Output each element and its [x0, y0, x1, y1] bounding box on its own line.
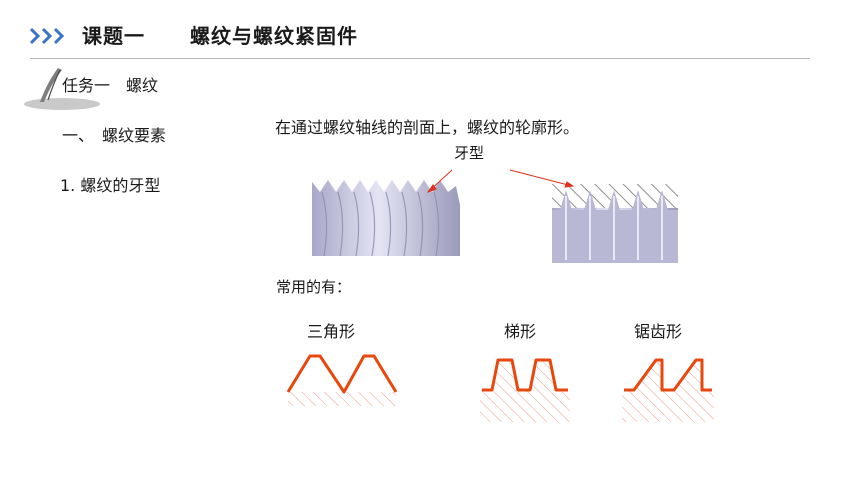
section-heading: 一、 螺纹要素 [62, 126, 167, 145]
header-divider [30, 58, 810, 59]
point-heading: 1. 螺纹的牙型 [60, 176, 161, 195]
common-label: 常用的有： [276, 278, 352, 296]
callout-arrows [426, 169, 575, 194]
sawtooth-profile-label: 锯齿形 [634, 322, 683, 341]
trapezoid-profile-label: 梯形 [504, 322, 537, 341]
thread-3d-image [312, 180, 460, 257]
triangle-profile-label: 三角形 [307, 322, 356, 341]
chevron-arrows-icon [29, 27, 65, 45]
trapezoid-profile-diagram [480, 358, 570, 422]
triangle-profile-diagram [286, 352, 398, 406]
header-subject: 螺纹与螺纹紧固件 [190, 24, 358, 48]
thread-section-image [552, 184, 678, 263]
definition-text: 在通过螺纹轴线的剖面上，螺纹的轮廓形。 [275, 118, 580, 137]
sawtooth-profile-diagram [622, 358, 714, 422]
callout-label: 牙型 [454, 144, 485, 162]
task-title: 任务一 螺纹 [62, 76, 159, 95]
header-title: 课题一 [82, 24, 145, 48]
quill-icon [24, 68, 100, 110]
